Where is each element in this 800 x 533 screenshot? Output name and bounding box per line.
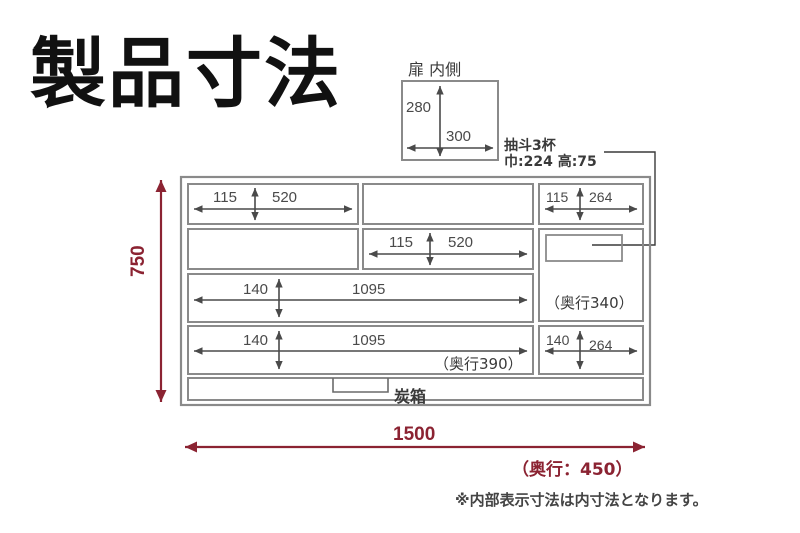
- detail-height-value: 280: [406, 99, 432, 116]
- drawer-note-line1: 抽斗3杯: [504, 138, 556, 154]
- box-top-right: [538, 183, 644, 225]
- detail-door-box: [401, 80, 499, 161]
- compartment-boxes: [187, 183, 644, 401]
- page-title: 製品寸法: [30, 29, 342, 118]
- overall-width-label: 1500: [393, 424, 436, 445]
- fourth-height-value: 140: [243, 332, 269, 349]
- bottom-right-height-value: 140: [546, 332, 570, 348]
- fourth-depth-label: （奥行390）: [434, 355, 523, 373]
- box-second-left: [187, 228, 359, 270]
- top-right-height-value: 115: [546, 189, 569, 205]
- overall-depth-label: （奥行：450）: [512, 460, 633, 480]
- drawer-note-line2: 巾:224 高:75: [504, 154, 597, 170]
- box-right-drawer: [545, 234, 623, 262]
- footnote: ※内部表示寸法は内寸法となります。: [455, 491, 708, 509]
- detail-caption: 扉 内側: [408, 60, 462, 79]
- box-third-full: [187, 273, 534, 323]
- third-width-value: 1095: [352, 281, 386, 298]
- box-bottom-right: [538, 325, 644, 375]
- carbon-box-bracket: [332, 378, 389, 393]
- overall-height-label: 750: [128, 245, 149, 277]
- top-left-height-value: 115: [213, 189, 237, 206]
- overall-dimension-arrows: [155, 180, 645, 453]
- box-right-tall: [538, 228, 644, 322]
- top-right-width-value: 264: [589, 189, 613, 205]
- detail-width-value: 300: [446, 128, 472, 145]
- box-bottom-strip: [187, 377, 644, 401]
- bottom-right-width-value: 264: [589, 337, 613, 353]
- box-top-left: [187, 183, 359, 225]
- fourth-width-value: 1095: [352, 332, 386, 349]
- drawer-leader-line: [592, 151, 656, 246]
- top-left-width-value: 520: [272, 189, 298, 206]
- box-top-middle: [362, 183, 534, 225]
- third-height-value: 140: [243, 281, 269, 298]
- carbon-box-label: 炭箱: [394, 387, 427, 406]
- second-middle-width-value: 520: [448, 234, 474, 251]
- right-tall-depth-label: （奥行340）: [545, 294, 634, 312]
- cabinet-outline: [179, 175, 652, 407]
- second-middle-height-value: 115: [389, 234, 413, 251]
- box-second-middle: [362, 228, 534, 270]
- compartment-dimension-arrows: [194, 188, 638, 370]
- box-fourth-full: [187, 325, 534, 375]
